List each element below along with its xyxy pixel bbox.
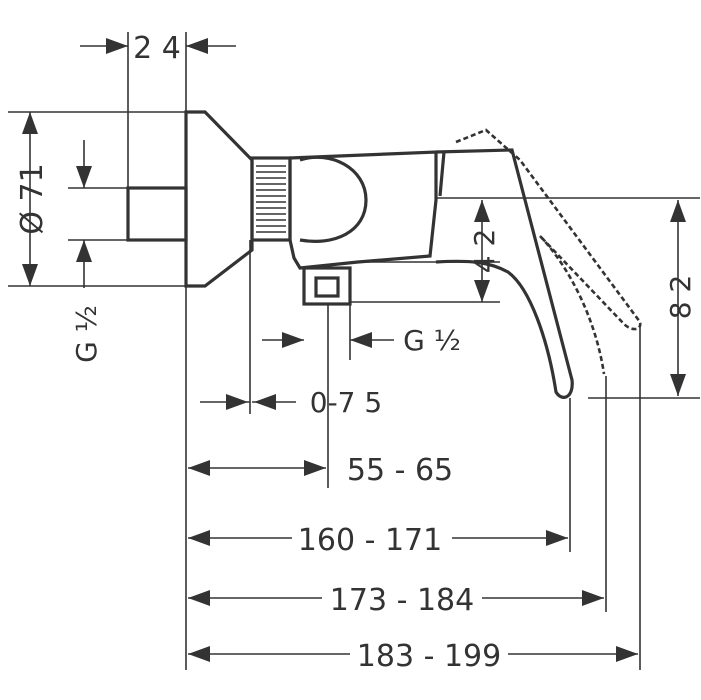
dim-top-width: 2 4 (133, 31, 181, 66)
dim-offset: 0-7 5 (310, 386, 382, 419)
dim-length-1: 160 - 171 (298, 523, 442, 558)
dim-length-2: 173 - 184 (330, 583, 474, 618)
dimension-lines (22, 38, 686, 662)
dim-height-outer: 8 2 (664, 275, 697, 320)
mixer-outline (126, 110, 642, 399)
dim-height-inner: 4 2 (468, 229, 501, 274)
dim-diameter: Ø 71 (15, 163, 50, 234)
dim-depth: 55 - 65 (347, 453, 453, 488)
dim-thread-left: G ½ (70, 305, 103, 363)
dim-thread-bottom: G ½ (403, 324, 461, 357)
dim-length-3: 183 - 199 (357, 639, 501, 674)
extension-lines (8, 32, 700, 670)
